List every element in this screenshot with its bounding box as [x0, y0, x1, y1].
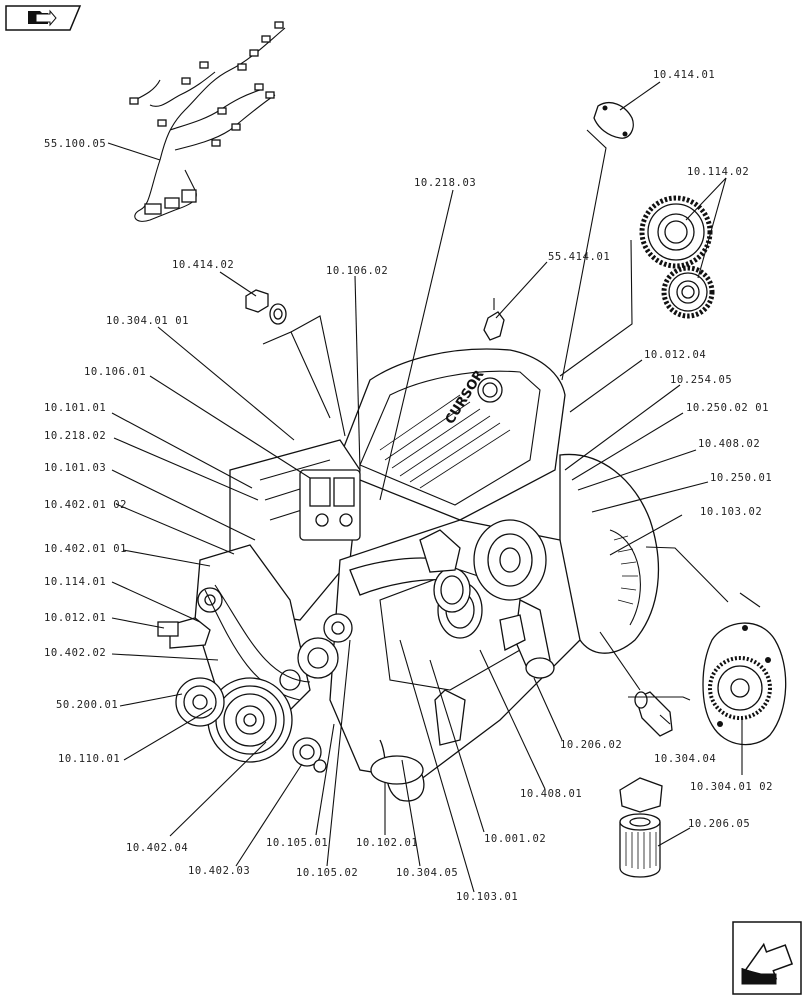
callout-label: 10.402.02 — [44, 647, 106, 659]
callout-label: 10.103.02 — [700, 506, 762, 518]
callout-label: 10.103.01 — [456, 891, 518, 903]
breather-valve — [634, 691, 673, 737]
callout-label: 10.304.05 — [396, 867, 458, 879]
callout-label: 10.304.01 02 — [690, 781, 773, 793]
filter-head — [619, 777, 663, 813]
callout-label: 10.105.02 — [296, 867, 358, 879]
wiring-harness — [129, 21, 286, 222]
callout-label: 10.101.03 — [44, 462, 106, 474]
callout-label: 50.200.01 — [56, 699, 118, 711]
rear-cover-gear — [702, 622, 787, 746]
callout-label: 10.105.01 — [266, 837, 328, 849]
callout-label: 10.012.04 — [644, 349, 706, 361]
next-page-button[interactable] — [732, 921, 802, 995]
callout-label: 10.254.05 — [670, 374, 732, 386]
callout-label: 55.414.01 — [548, 251, 610, 263]
callout-label: 10.114.02 — [687, 166, 749, 178]
callout-label: 10.402.01 01 — [44, 543, 127, 555]
callout-label: 10.408.02 — [698, 438, 760, 450]
callout-label: 10.408.01 — [520, 788, 582, 800]
next-page-arrow-icon — [741, 942, 794, 985]
callout-label: 10.218.03 — [414, 177, 476, 189]
exploded-view-lines — [262, 129, 761, 701]
callout-label: 10.106.01 — [84, 366, 146, 378]
speed-sensor — [483, 298, 505, 341]
oil-filter — [619, 813, 661, 878]
callout-label: 55.100.05 — [44, 138, 106, 150]
callout-label: 10.402.01 02 — [44, 499, 127, 511]
callout-label: 10.102.01 — [356, 837, 418, 849]
callout-label: 10.001.02 — [484, 833, 546, 845]
callout-labels: 55.100.05 10.414.01 10.114.02 10.218.03 … — [44, 69, 773, 903]
engine-assembly: CURSOR — [157, 348, 659, 802]
callout-label: 10.114.01 — [44, 576, 106, 588]
leader-lines — [107, 81, 743, 893]
callout-label: 10.304.04 — [654, 753, 716, 765]
callout-label: 10.414.02 — [172, 259, 234, 271]
callout-label: 10.101.01 — [44, 402, 106, 414]
callout-label: 10.250.02 01 — [686, 402, 769, 414]
callout-label: 10.414.01 — [653, 69, 715, 81]
timing-cover-plate — [593, 102, 634, 139]
callout-label: 10.206.05 — [688, 818, 750, 830]
callout-label: 10.106.02 — [326, 265, 388, 277]
back-navigation-button[interactable] — [5, 5, 82, 31]
timing-gears — [639, 195, 715, 319]
callout-label: 10.012.01 — [44, 612, 106, 624]
callout-label: 10.402.04 — [126, 842, 188, 854]
callout-label: 10.206.02 — [560, 739, 622, 751]
callout-label: 10.304.01 01 — [106, 315, 189, 327]
callout-label: 10.250.01 — [710, 472, 772, 484]
callout-label: 10.110.01 — [58, 753, 120, 765]
plug-and-washer — [245, 289, 287, 325]
callout-label: 10.402.03 — [188, 865, 250, 877]
callout-label: 10.218.02 — [44, 430, 106, 442]
folder-back-arrow-icon — [28, 9, 57, 27]
